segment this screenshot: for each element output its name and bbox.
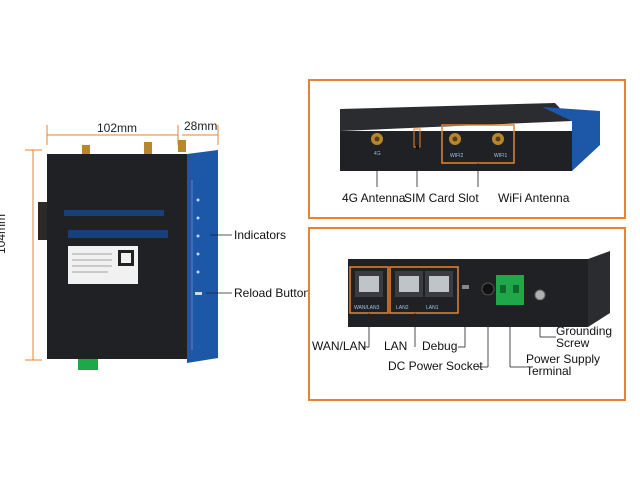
debug-label: Debug — [422, 339, 458, 353]
bottom-view-panel: LAN2 LAN1 WAN/LAN3 WAN/LAN LAN Debug DC … — [308, 227, 626, 401]
height-dimension: 104mm — [0, 213, 8, 254]
sim-card-slot-label: SIM Card Slot — [404, 191, 479, 205]
depth-dimension: 28mm — [184, 119, 218, 133]
device-front-view — [20, 110, 250, 380]
svg-text:WIFI1: WIFI1 — [494, 153, 508, 159]
svg-text:LAN1: LAN1 — [426, 305, 439, 311]
power-supply-terminal-label: Power Supply Terminal — [526, 352, 601, 378]
dc-power-socket-label: DC Power Socket — [388, 359, 483, 373]
top-view-panel: 4G WIFI2 WIFI1 4G Antenna SIM Card Slot … — [308, 79, 626, 219]
svg-text:WAN/LAN3: WAN/LAN3 — [354, 305, 380, 311]
4g-antenna-label: 4G Antenna — [342, 191, 406, 205]
svg-text:WIFI2: WIFI2 — [450, 153, 464, 159]
wifi-antenna-label: WiFi Antenna — [498, 191, 570, 205]
indicators-label: Indicators — [234, 228, 287, 242]
width-dimension: 102mm — [97, 121, 138, 135]
lan-label: LAN — [384, 339, 408, 353]
svg-text:LAN2: LAN2 — [396, 305, 409, 311]
reload-button-label: Reload Button — [234, 286, 311, 300]
grounding-screw-label: Grounding Screw — [556, 324, 613, 350]
wan-lan-label: WAN/LAN — [312, 339, 367, 353]
